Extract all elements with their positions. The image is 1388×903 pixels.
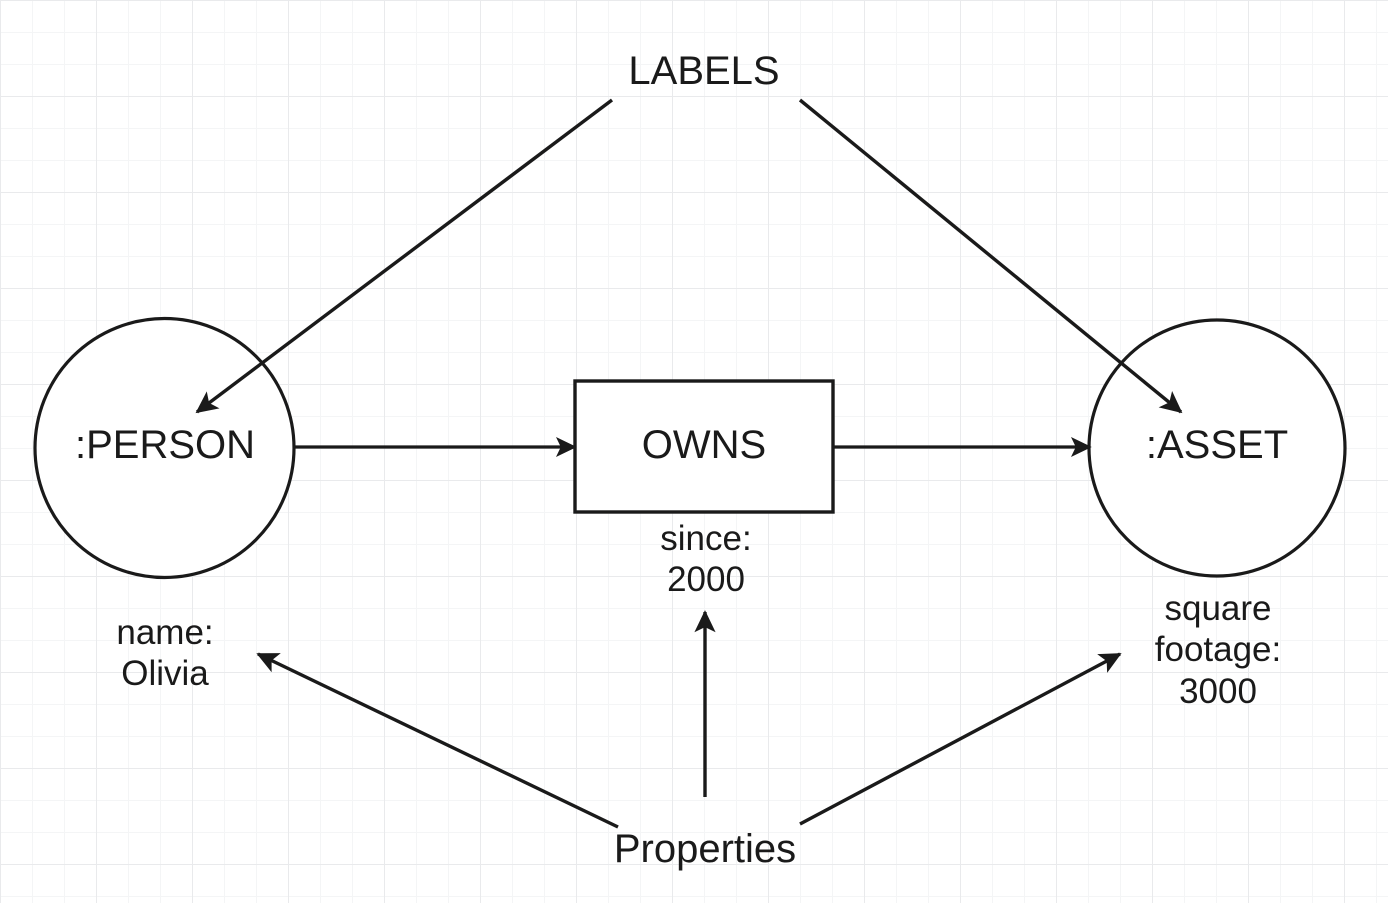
connector-properties-to-sqft [799,652,1122,826]
properties-heading: Properties [613,827,797,871]
relationship-owns-property: since: 2000 [660,519,752,600]
labels-heading: LABELS [628,49,780,93]
node-person-label: :PERSON [74,423,256,467]
node-asset-label: :ASSET [1145,423,1289,467]
connector-labels-to-asset [798,98,1183,414]
relationship-owns-rect[interactable] [573,379,835,514]
node-asset-property: square footage: 3000 [1154,589,1282,711]
connector-properties-to-name [256,652,619,829]
relationship-owns-label: OWNS [641,423,767,467]
connector-labels-to-person [195,98,614,414]
node-person-property: name: Olivia [116,613,214,694]
